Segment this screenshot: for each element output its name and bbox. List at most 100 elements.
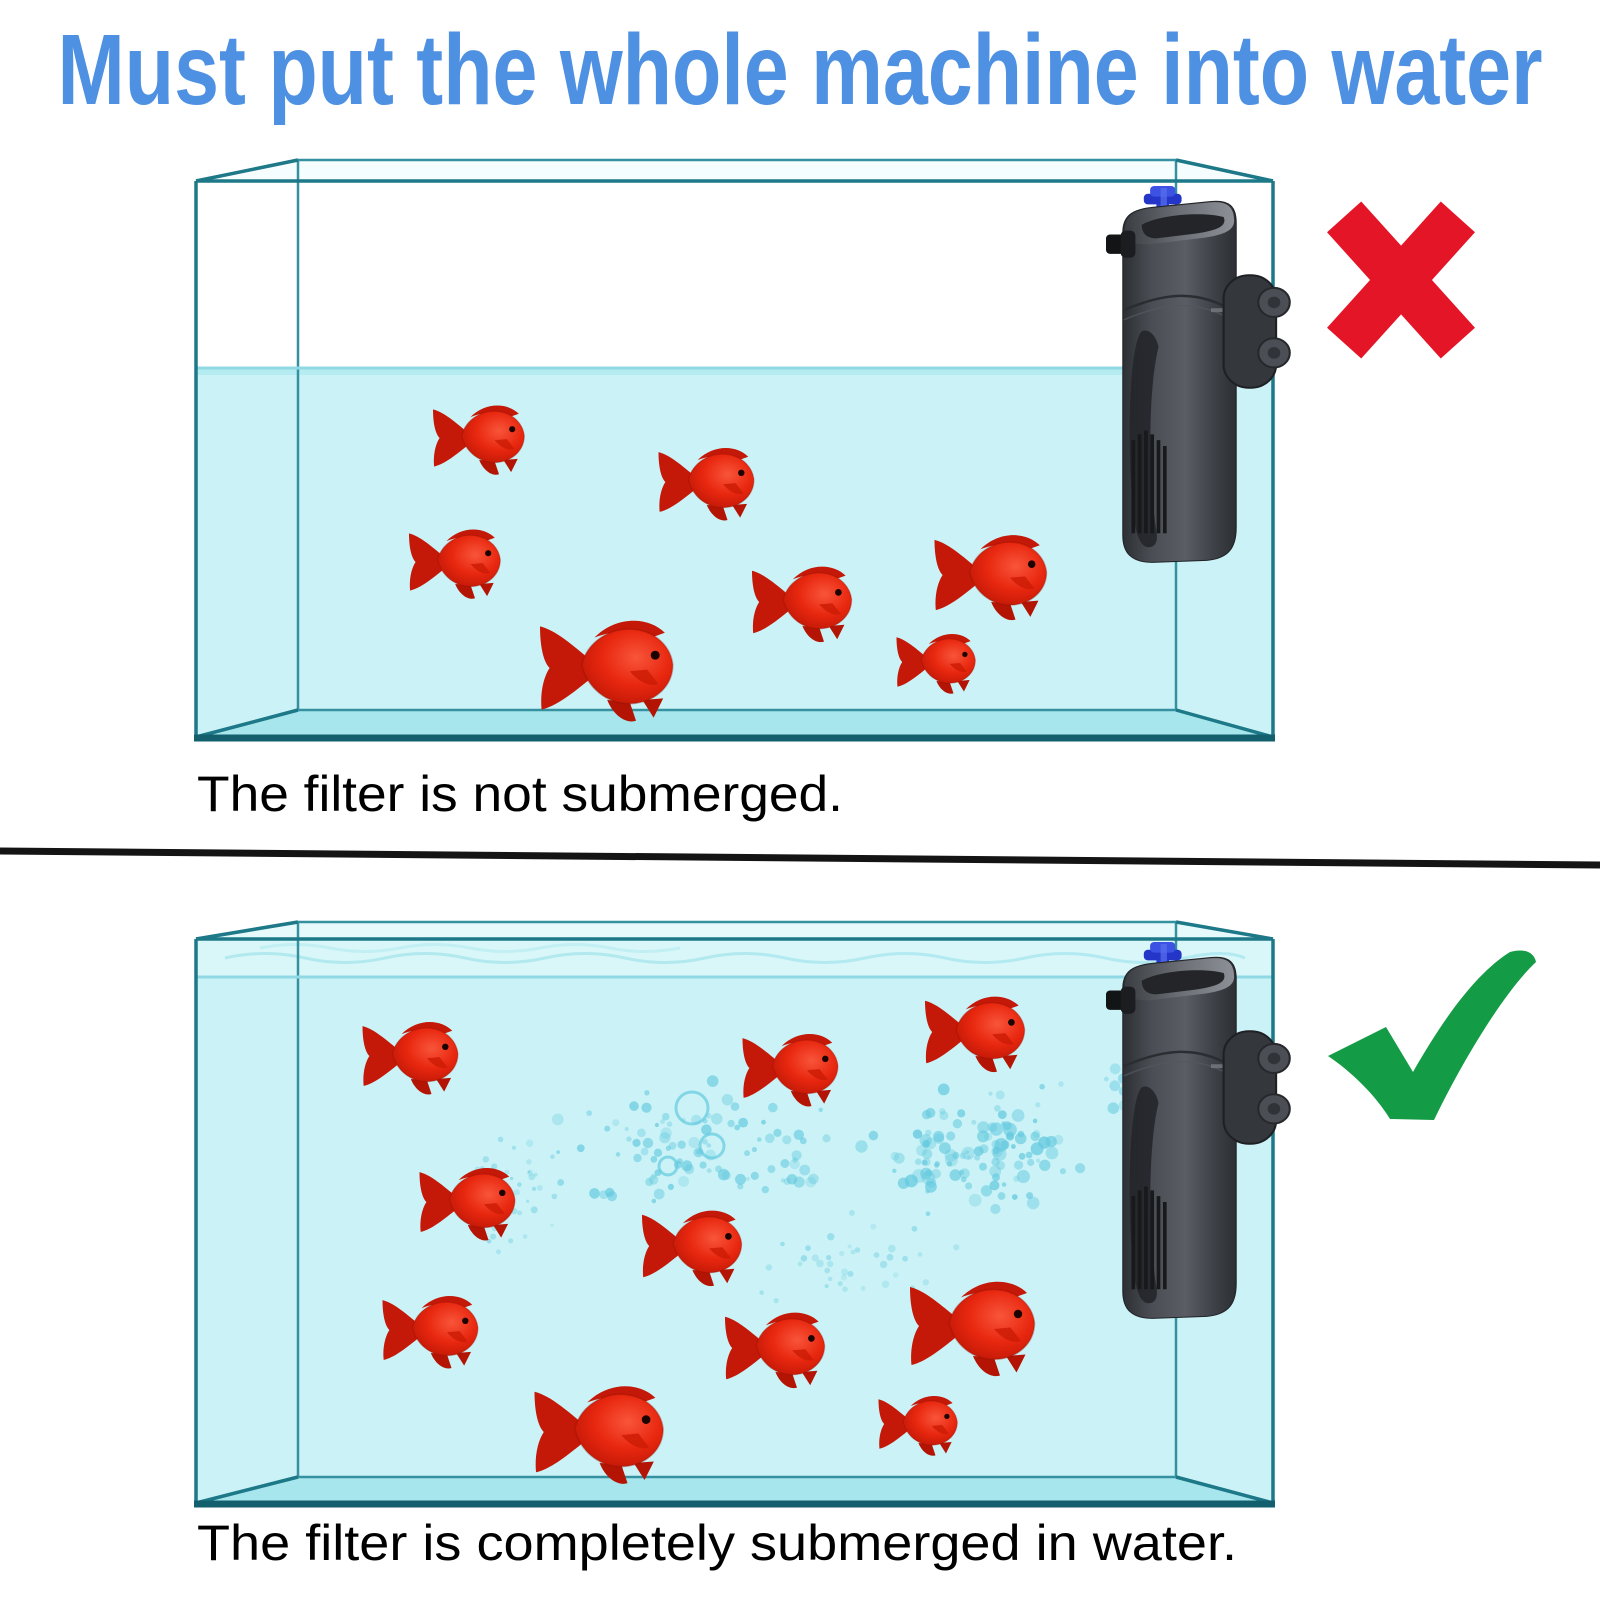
bubble — [922, 1279, 929, 1286]
bubble — [979, 1144, 989, 1154]
bubble — [892, 1272, 899, 1278]
bubble — [1032, 1118, 1038, 1124]
bubble — [612, 1119, 620, 1127]
bubble — [934, 1160, 940, 1167]
bubble — [977, 1121, 990, 1134]
bubble — [604, 1125, 611, 1132]
bubble — [702, 1139, 708, 1145]
bubble — [504, 1169, 510, 1175]
bubble — [677, 1140, 686, 1149]
bubble — [653, 1188, 665, 1200]
bubble — [980, 1185, 993, 1197]
bubble — [881, 1280, 890, 1289]
bubble — [780, 1241, 785, 1247]
bubble — [640, 1147, 649, 1156]
bubble — [773, 1298, 779, 1304]
bubble — [659, 1132, 671, 1144]
bubble — [944, 1153, 958, 1167]
bubble — [879, 1260, 888, 1269]
bubble — [589, 1188, 600, 1199]
bubble — [890, 1151, 900, 1161]
bubble — [530, 1206, 538, 1214]
bubble — [586, 1110, 593, 1116]
bubble — [660, 1127, 672, 1139]
bubble — [939, 1142, 951, 1154]
bubble — [531, 1186, 537, 1191]
bubble — [1035, 1102, 1041, 1108]
check-icon — [1328, 950, 1536, 1120]
bubble — [850, 1249, 856, 1255]
bubble — [893, 1152, 905, 1164]
bubble — [681, 1160, 693, 1172]
bubble — [933, 1133, 945, 1144]
fish-tank-partial — [194, 158, 1275, 742]
bubble — [797, 1261, 803, 1267]
bubble — [491, 1163, 498, 1170]
bubble — [1036, 1158, 1041, 1163]
bubble — [576, 1144, 585, 1153]
bubble — [931, 1168, 941, 1179]
bubble — [939, 1111, 949, 1121]
bubble — [793, 1129, 804, 1141]
caption-submerged: The filter is completely submerged in wa… — [197, 1515, 1237, 1571]
bubble — [768, 1102, 778, 1113]
bubble — [1103, 1076, 1109, 1082]
bubble — [991, 1157, 1000, 1167]
bubble — [526, 1159, 532, 1165]
bubble — [825, 1254, 832, 1261]
bubble — [989, 1180, 1000, 1191]
bubble — [626, 1136, 632, 1142]
bubble — [653, 1148, 663, 1158]
bubble — [734, 1124, 741, 1131]
bubble — [934, 1162, 940, 1168]
bubble — [557, 1179, 565, 1186]
bubble — [847, 1244, 852, 1249]
bubble — [527, 1169, 534, 1176]
bubble — [701, 1124, 712, 1135]
bubble — [1026, 1192, 1034, 1200]
bubble — [808, 1173, 819, 1185]
bubble — [902, 1255, 908, 1262]
caption-not-submerged: The filter is not submerged. — [197, 766, 843, 822]
bubble — [952, 1151, 960, 1160]
bubble — [965, 1182, 973, 1190]
bubble — [528, 1173, 536, 1181]
bubble — [641, 1102, 652, 1113]
bubble — [533, 1172, 538, 1177]
bubble — [660, 1119, 665, 1125]
bubble — [1018, 1152, 1026, 1160]
bubble — [922, 1158, 931, 1166]
bubble — [745, 1176, 750, 1181]
bubble — [990, 1203, 1001, 1215]
bubble — [761, 1185, 769, 1194]
bubble — [1038, 1136, 1051, 1149]
bubble — [824, 1267, 831, 1274]
bubble — [974, 1154, 981, 1161]
bubble — [780, 1178, 786, 1183]
bubble-ring — [698, 1132, 726, 1160]
bubble — [642, 1137, 654, 1149]
bubble — [737, 1183, 744, 1190]
bubble — [925, 1177, 937, 1188]
bubble — [495, 1249, 502, 1255]
bubble — [666, 1121, 673, 1127]
bubble — [837, 1281, 843, 1287]
bubble — [824, 1284, 829, 1289]
bubble — [992, 1173, 1000, 1182]
bubble — [789, 1158, 800, 1170]
bubble — [651, 1198, 657, 1204]
bubble — [782, 1135, 792, 1145]
bubble — [799, 1137, 807, 1145]
bubble — [953, 1244, 960, 1251]
bubble — [887, 1244, 896, 1253]
bubble — [1017, 1130, 1025, 1138]
bubble — [551, 1113, 564, 1126]
bubble — [751, 1146, 758, 1153]
bubble — [688, 1136, 700, 1149]
bubble — [925, 1169, 933, 1177]
bubble — [513, 1189, 521, 1196]
bubble — [744, 1150, 751, 1157]
bubble — [827, 1260, 834, 1268]
bubble — [966, 1155, 971, 1160]
bubble — [1013, 1175, 1020, 1182]
